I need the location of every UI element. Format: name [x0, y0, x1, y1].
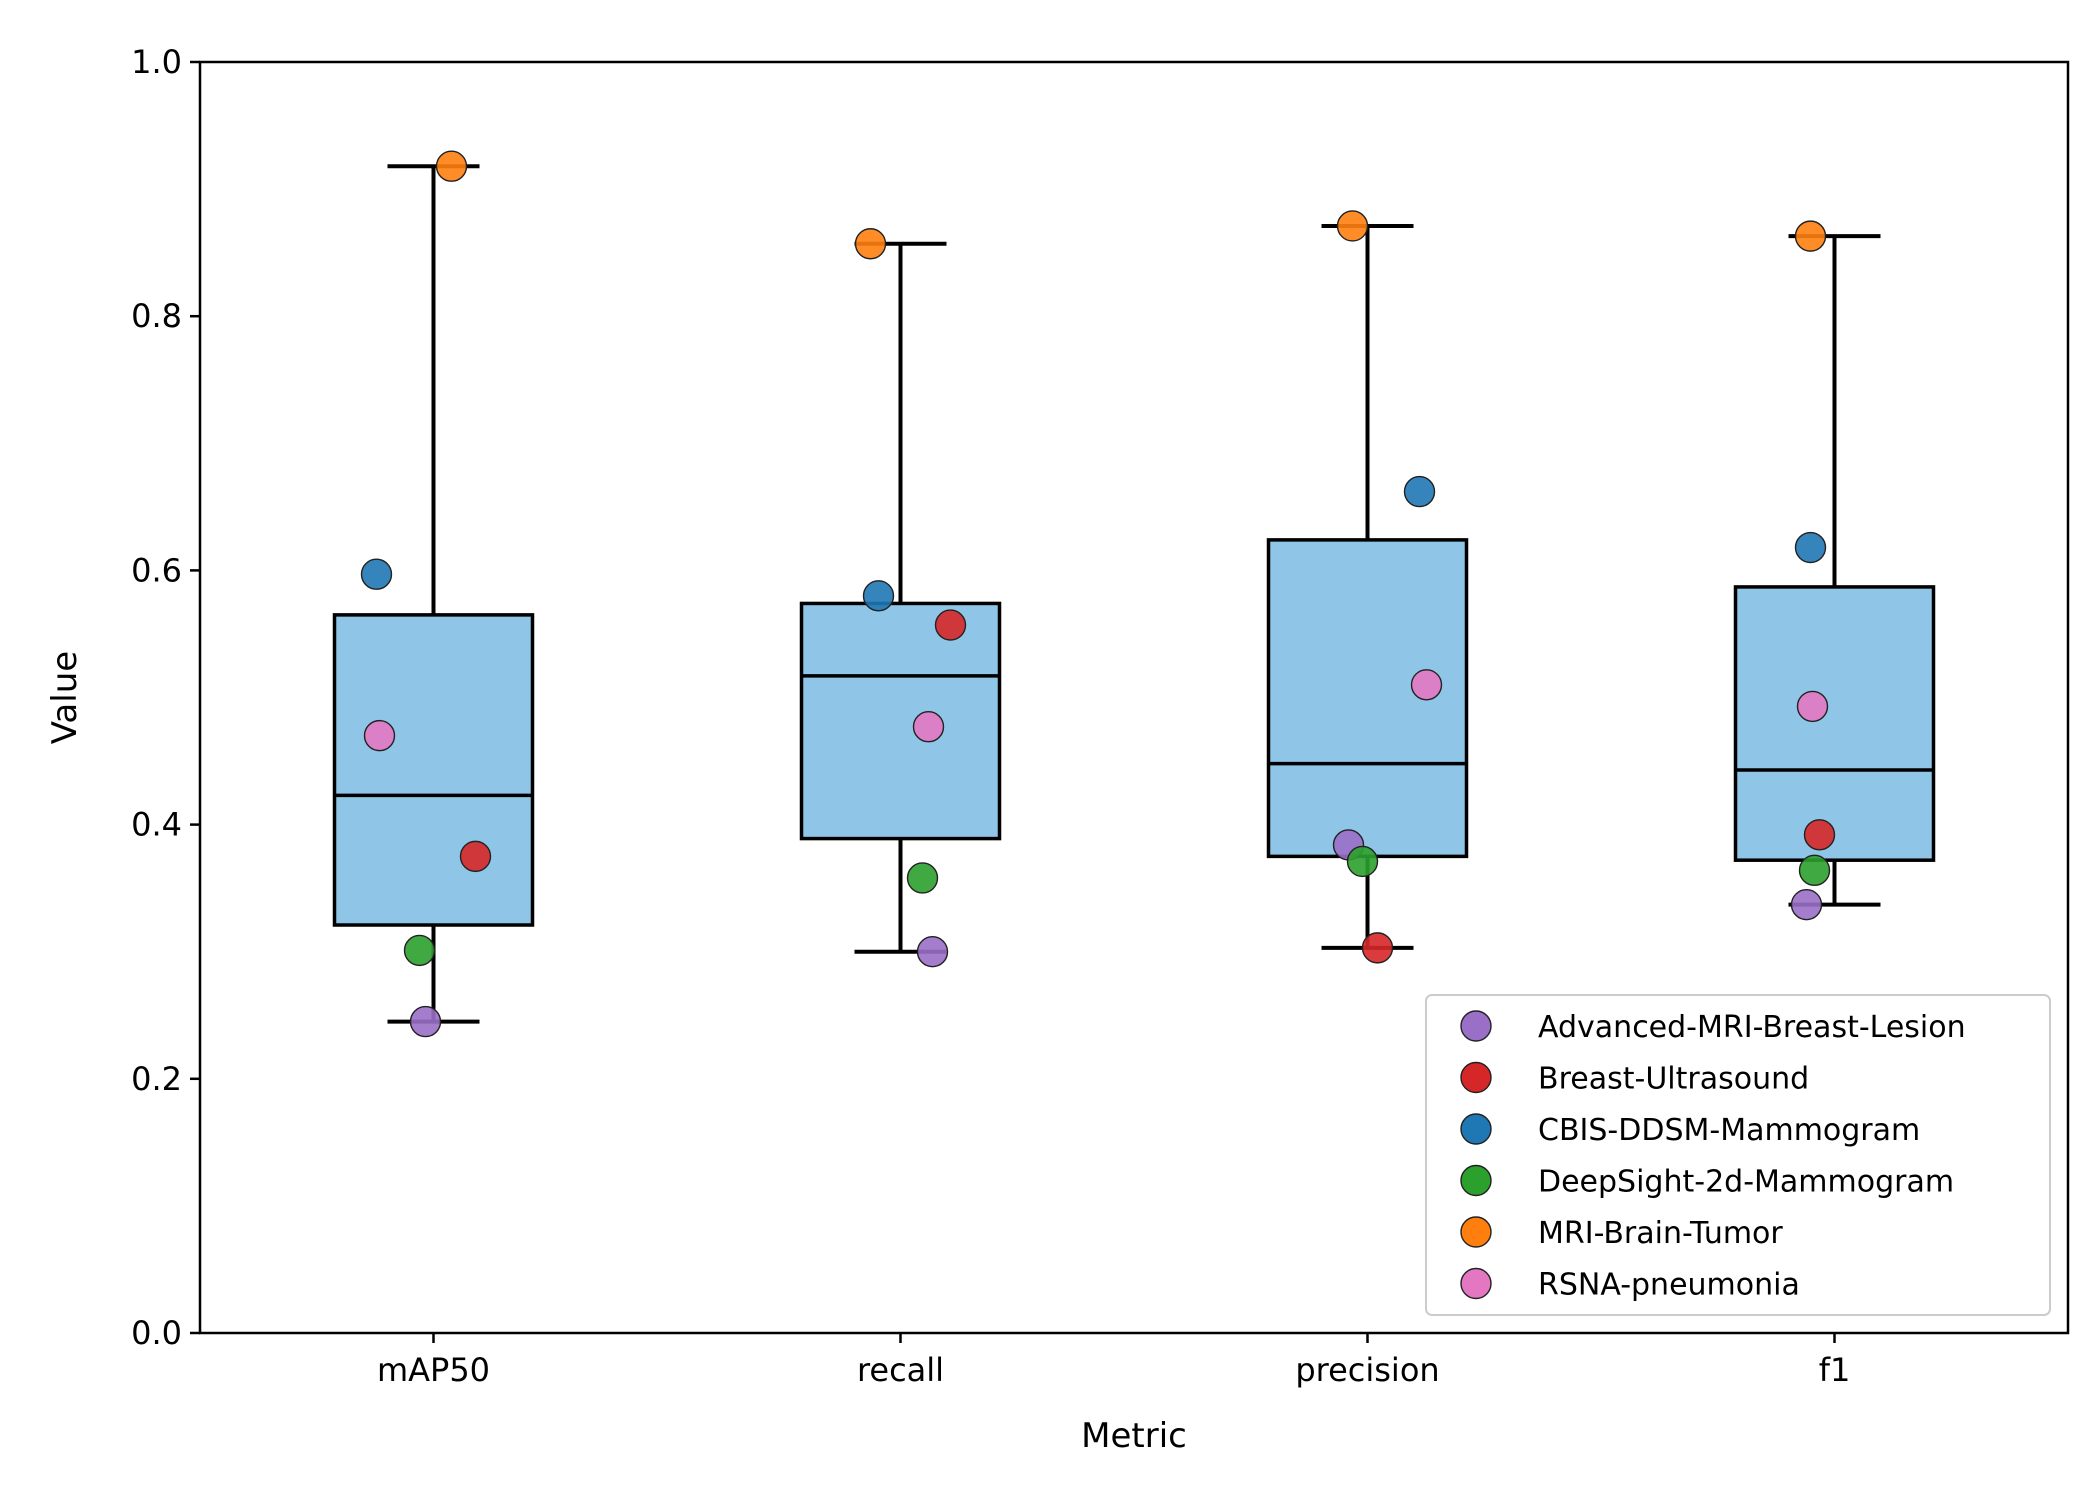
data-point	[1403, 475, 1436, 508]
data-point	[1798, 854, 1831, 887]
data-point	[1803, 819, 1836, 851]
iqr-box	[1733, 585, 1936, 862]
data-point	[360, 558, 393, 590]
data-point	[1794, 220, 1827, 252]
axes-frame	[198, 60, 2070, 1335]
legend-marker	[1460, 1010, 1492, 1042]
x-tick-label: f1	[1819, 1351, 1851, 1389]
legend-label: Advanced-MRI-Breast-Lesion	[1538, 1010, 1966, 1045]
legend-box	[1425, 994, 2051, 1316]
x-tick-label: mAP50	[377, 1351, 490, 1389]
legend-marker	[1460, 1216, 1492, 1248]
data-point	[1410, 669, 1443, 701]
box-f1	[1733, 234, 1936, 907]
y-tick-label: 0.4	[131, 806, 182, 844]
series-CBIS-DDSM-Mammogram	[360, 475, 1827, 612]
data-point	[854, 228, 887, 260]
x-axis-label: Metric	[1081, 1416, 1187, 1456]
plot-area	[332, 150, 1936, 1038]
y-tick-label: 0.2	[131, 1060, 182, 1098]
data-point	[916, 936, 949, 968]
series-Breast-Ultrasound	[459, 609, 1836, 964]
legend-label: MRI-Brain-Tumor	[1538, 1216, 1783, 1251]
iqr-box	[332, 613, 535, 927]
box-recall	[799, 241, 1002, 954]
data-point	[1796, 690, 1829, 723]
legend-marker	[1460, 1267, 1492, 1300]
data-point	[1790, 888, 1823, 921]
data-point	[363, 719, 396, 752]
y-axis: 0.0 0.2 0.4 0.6 0.8 1.0	[131, 43, 200, 1352]
series-DeepSight-2d-Mammogram	[403, 845, 1831, 967]
y-tick-label: 0.6	[131, 551, 182, 589]
data-point	[435, 150, 468, 182]
legend-label: DeepSight-2d-Mammogram	[1538, 1165, 1954, 1200]
x-axis: mAP50 recall precision f1	[377, 1333, 1850, 1389]
legend: Advanced-MRI-Breast-LesionBreast-Ultraso…	[1425, 994, 2051, 1316]
data-point	[862, 580, 895, 612]
legend-label: RSNA-pneumonia	[1538, 1268, 1800, 1303]
y-tick-label: 1.0	[131, 43, 182, 81]
data-point	[1794, 531, 1827, 564]
box-precision	[1266, 223, 1469, 950]
iqr-box	[1266, 538, 1469, 859]
legend-label: CBIS-DDSM-Mammogram	[1538, 1113, 1920, 1148]
y-axis-label: Value	[45, 651, 85, 744]
legend-label: Breast-Ultrasound	[1538, 1062, 1809, 1097]
x-tick-label: precision	[1295, 1351, 1439, 1389]
data-point	[912, 711, 945, 743]
data-point	[1361, 932, 1394, 964]
series-MRI-Brain-Tumor	[435, 150, 1827, 260]
box-mAP50	[332, 164, 535, 1024]
y-tick-label: 0.0	[131, 1314, 182, 1352]
data-point	[934, 609, 967, 641]
series-RSNA-pneumonia	[363, 669, 1829, 752]
data-point	[1346, 845, 1379, 878]
iqr-box	[799, 601, 1002, 841]
data-point	[906, 862, 939, 894]
legend-marker	[1460, 1061, 1492, 1094]
x-tick-label: recall	[857, 1351, 944, 1389]
data-point	[403, 934, 436, 967]
data-point	[1336, 210, 1369, 242]
y-tick-label: 0.8	[131, 297, 182, 335]
data-point	[409, 1005, 442, 1038]
series-Advanced-MRI-Breast-Lesion	[409, 829, 1823, 1038]
legend-marker	[1460, 1113, 1492, 1145]
data-point	[459, 840, 492, 873]
legend-marker	[1460, 1164, 1492, 1197]
